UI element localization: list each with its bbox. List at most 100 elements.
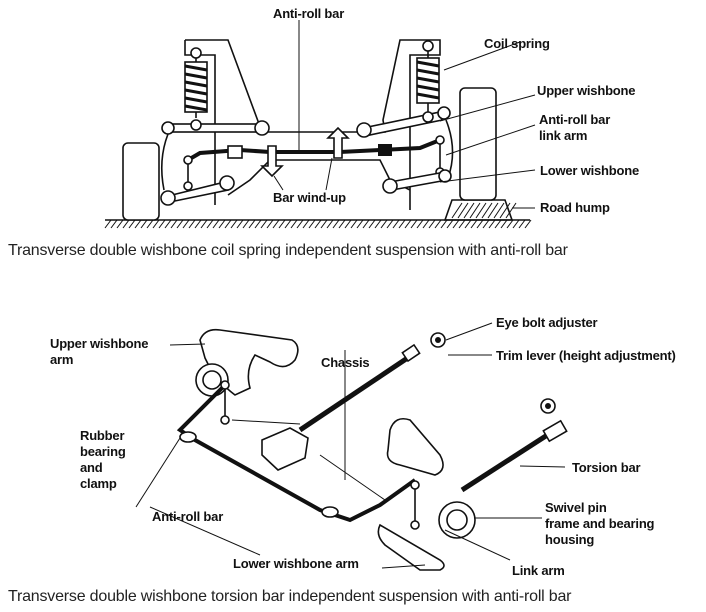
left-upper-wishbone [161, 119, 270, 136]
hatch-mark [194, 219, 202, 229]
hatch-mark [278, 219, 286, 229]
hump-hatch-mark [505, 202, 517, 219]
hatch-mark [410, 219, 418, 229]
lower-wishbone-arm-shape [377, 523, 445, 571]
label-rubber-bearing-2: bearing [80, 444, 126, 459]
hatch-mark [506, 219, 514, 229]
hatch-mark [488, 219, 496, 229]
label-swivel-pin-2: frame and bearing [545, 516, 655, 531]
hatch-mark [338, 219, 346, 229]
hatch-mark [344, 219, 352, 229]
right-torsion-bar [460, 429, 554, 493]
left-lower-wishbone [166, 181, 230, 203]
hatch-mark [188, 219, 196, 229]
hump-hatch-mark [469, 202, 481, 219]
left-wheel [122, 142, 160, 221]
hatch-mark [440, 219, 448, 229]
hatch-mark [164, 219, 172, 229]
bottom-suspension-drawing [176, 328, 568, 571]
label-lower-wishbone-arm: Lower wishbone arm [233, 556, 359, 571]
label-coil-spring: Coil spring [484, 36, 550, 51]
hatch-mark [434, 219, 442, 229]
hatch-mark [362, 219, 370, 229]
hatch-mark [470, 219, 478, 229]
left-knuckle [160, 133, 169, 191]
label-upper-wishbone-arm-2: arm [50, 352, 74, 367]
label-torsion-bar: Torsion bar [572, 460, 641, 475]
hatch-mark [128, 219, 136, 229]
hatch-mark [476, 219, 484, 229]
hatch-mark [302, 219, 310, 229]
label-anti-roll-bar-link-arm-2: link arm [539, 128, 588, 143]
hatch-mark [104, 219, 112, 229]
hatch-mark [218, 219, 226, 229]
hatch-mark [452, 219, 460, 229]
hatch-mark [350, 219, 358, 229]
hatch-mark [464, 219, 472, 229]
road-hump [443, 199, 514, 221]
hump-hatch-mark [493, 202, 505, 219]
label-chassis: Chassis [321, 355, 370, 370]
hatch-mark [386, 219, 394, 229]
hatch-mark [110, 219, 118, 229]
arrow-up-icon [326, 126, 350, 159]
label-upper-wishbone: Upper wishbone [537, 83, 636, 98]
label-lower-wishbone: Lower wishbone [540, 163, 640, 178]
hump-hatch-mark [463, 202, 475, 219]
hatch-mark [230, 219, 238, 229]
hump-hatch-mark [481, 202, 493, 219]
top-leader-lines [273, 20, 536, 209]
hatch-mark [254, 219, 262, 229]
label-rubber-bearing-3: and [80, 460, 103, 475]
bottom-anti-roll-bar [176, 383, 417, 523]
hatch-mark [158, 219, 166, 229]
hatch-mark [524, 219, 532, 229]
label-anti-roll-bar-top: Anti-roll bar [273, 6, 345, 21]
hatch-mark [416, 219, 424, 229]
left-torsion-bar [298, 352, 414, 433]
caption-bottom: Transverse double wishbone torsion bar i… [8, 588, 572, 605]
hatch-mark [320, 219, 328, 229]
label-rubber-bearing-4: clamp [80, 476, 117, 491]
label-rubber-bearing-1: Rubber [80, 428, 125, 443]
hatch-mark [116, 219, 124, 229]
chassis-box [261, 427, 309, 471]
hatch-mark [392, 219, 400, 229]
right-coil-spring [416, 40, 440, 115]
hump-hatch-mark [475, 202, 487, 219]
hatch-mark [446, 219, 454, 229]
hatch-mark [398, 219, 406, 229]
hatch-mark [170, 219, 178, 229]
hatch-mark [356, 219, 364, 229]
hatch-mark [206, 219, 214, 229]
hatch-mark [494, 219, 502, 229]
ground [104, 202, 532, 229]
label-bar-wind-up: Bar wind-up [273, 190, 346, 205]
label-link-arm: Link arm [512, 563, 565, 578]
hatch-mark [248, 219, 256, 229]
hatch-mark [176, 219, 184, 229]
hatch-mark [152, 219, 160, 229]
hump-hatch-mark [451, 202, 463, 219]
hatch-mark [332, 219, 340, 229]
hatch-mark [260, 219, 268, 229]
hatch-mark [314, 219, 322, 229]
hatch-mark [146, 219, 154, 229]
hatch-mark [512, 219, 520, 229]
hatch-mark [308, 219, 316, 229]
hatch-mark [482, 219, 490, 229]
label-swivel-pin-3: housing [545, 532, 595, 547]
hatch-mark [140, 219, 148, 229]
label-swivel-pin-1: Swivel pin [545, 500, 607, 515]
hatch-mark [134, 219, 142, 229]
hatch-mark [122, 219, 130, 229]
hump-hatch-mark [487, 202, 499, 219]
hatch-mark [212, 219, 220, 229]
hatch-mark [272, 219, 280, 229]
label-upper-wishbone-arm-1: Upper wishbone [50, 336, 149, 351]
hatch-mark [518, 219, 526, 229]
hatch-mark [380, 219, 388, 229]
right-upper-wishbone-arm [386, 417, 444, 476]
right-upper-wishbone [356, 106, 451, 138]
